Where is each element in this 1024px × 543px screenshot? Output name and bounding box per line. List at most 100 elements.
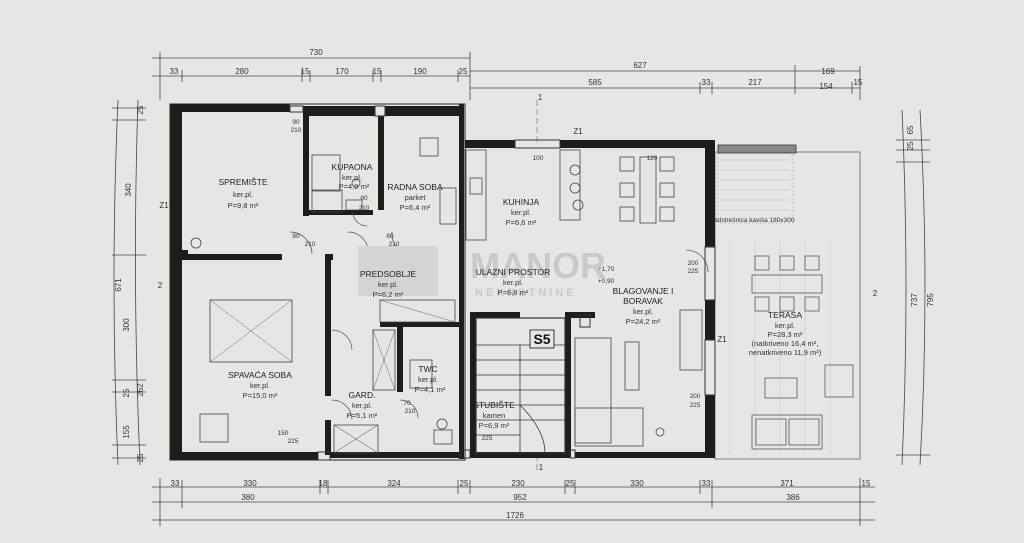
dim-left-seg: 300: [122, 318, 131, 332]
opening-dim: 210: [305, 241, 316, 248]
axis-label-top: 1: [538, 93, 543, 102]
dim-left-seg: 671: [114, 278, 123, 292]
room-floor: ker.pl.: [503, 278, 523, 287]
opening-dim: 80: [292, 233, 300, 240]
dim-right-seg: 65: [906, 125, 915, 134]
opening-dim: 225: [690, 402, 701, 409]
watermark-brand: MANOR: [470, 245, 606, 286]
dim-top-seg: 585: [588, 78, 602, 87]
opening-dim: 90: [292, 119, 300, 126]
dim-bottom-seg: 230: [511, 479, 525, 488]
dim-top-total-1: 730: [309, 48, 323, 57]
opening-dim: 225: [482, 435, 493, 442]
room-area: P=6,2 m²: [373, 290, 404, 299]
level-mark-2: +0,90: [598, 278, 615, 285]
room-area: P=4,0 m²: [339, 182, 370, 191]
wall-type-right: Z1: [717, 335, 727, 344]
dim-right-seg: 25: [906, 141, 915, 150]
dim-bottom-sub-1: 380: [241, 493, 255, 502]
opening-dim: 200: [690, 393, 701, 400]
dim-left-seg: 262: [136, 383, 145, 397]
dim-left-seg: 25: [122, 388, 131, 397]
dim-left-seg: 155: [122, 425, 131, 439]
dim-bottom-seg: 25: [566, 479, 575, 488]
room-floor: ker.pl.: [775, 321, 795, 330]
room-area: P=4,1 m²: [415, 385, 446, 394]
room-name: SPREMIŠTE: [218, 177, 267, 187]
bottom-dimension-lines: [152, 478, 875, 526]
room-floor: ker.pl.: [633, 307, 653, 316]
opening-dim: 120: [647, 155, 658, 162]
room-name: TERASA: [768, 310, 802, 320]
dim-bottom-total: 1726: [506, 511, 524, 520]
room-note: nenatkriveno 11,9 m²): [749, 348, 822, 357]
staircase: [475, 317, 566, 454]
dim-left-seg: 340: [124, 183, 133, 197]
room-name: STUBIŠTE: [473, 400, 515, 410]
room-name: KUHINJA: [503, 197, 540, 207]
room-floor: ker.pl.: [418, 375, 438, 384]
dim-top-seg: 15: [301, 67, 310, 76]
axis-label-left: 2: [158, 281, 163, 290]
opening-dim: 150: [278, 430, 289, 437]
bedroom-furniture: [199, 299, 293, 443]
stair-tag: S5: [533, 331, 550, 347]
living-furniture: [574, 309, 703, 447]
opening-dim: 70: [403, 400, 411, 407]
opening-dim: 225: [288, 438, 299, 445]
room-floor: ker.pl.: [233, 190, 253, 199]
watermark: MANOR NEKRETNINE: [358, 245, 606, 299]
room-floor: kamen: [483, 411, 506, 420]
dim-top-seg: 170: [335, 67, 349, 76]
terrace-lounge-set: [751, 364, 854, 450]
dim-top-seg: 217: [748, 78, 762, 87]
room-name: RADNA SOBA: [387, 182, 443, 192]
room-floor: ker.pl.: [250, 381, 270, 390]
room-name: SPAVAĆA SOBA: [228, 370, 292, 380]
room-name: TWC: [418, 364, 437, 374]
dim-bottom-seg: 330: [243, 479, 257, 488]
dim-top-seg: 190: [413, 67, 427, 76]
hall-cabinet: [372, 329, 396, 391]
right-dimension-lines: [896, 109, 930, 466]
room-floor: ker.pl.: [378, 280, 398, 289]
room-floor: ker.pl.: [342, 173, 362, 182]
dim-right-seg: 737: [910, 293, 919, 307]
axis-label-right: 2: [873, 289, 878, 298]
opening-dim: 225: [688, 268, 699, 275]
top-dimension-lines: [152, 52, 861, 100]
bathroom-fixtures: [311, 137, 453, 445]
opening-dim: 80: [360, 195, 368, 202]
room-name: GARD.: [349, 390, 376, 400]
room-floor: ker.pl.: [352, 401, 372, 410]
left-dimension-lines: [112, 99, 146, 466]
dim-top-seg: 25: [459, 67, 468, 76]
opening-dim: 200: [688, 260, 699, 267]
dim-top-seg: 280: [235, 67, 249, 76]
dim-right-seg: 795: [926, 293, 935, 307]
room-area: P=9,8 m²: [228, 201, 259, 210]
room-floor: ker.pl.: [511, 208, 531, 217]
dim-bottom-seg: 324: [387, 479, 401, 488]
room-area: P=15,0 m²: [243, 391, 278, 400]
room-name: BLAGOVANJE I: [613, 286, 674, 296]
opening-dim: 80: [386, 233, 394, 240]
room-area: P=6,9 m²: [479, 421, 510, 430]
wall-type-top: Z1: [573, 127, 583, 136]
dim-bottom-seg: 33: [171, 479, 180, 488]
dim-top-seg: 154: [819, 82, 833, 91]
axis-label-bottom: 1: [539, 463, 544, 472]
window-marks: [289, 105, 716, 461]
storage-fixtures: [190, 187, 457, 454]
room-area: P=28,3 m²: [768, 330, 803, 339]
room-area: P=6,6 m²: [506, 218, 537, 227]
dim-bottom-seg: 15: [862, 479, 871, 488]
exterior-walls: [170, 104, 715, 460]
level-mark-1: +1,70: [598, 266, 615, 273]
dim-top-seg: 33: [170, 67, 179, 76]
room-note: (natkriveno 16,4 m²,: [752, 339, 819, 348]
room-name: KUPAONA: [332, 162, 373, 172]
opening-dim: 100: [533, 155, 544, 162]
room-area: P=6,4 m²: [400, 203, 431, 212]
